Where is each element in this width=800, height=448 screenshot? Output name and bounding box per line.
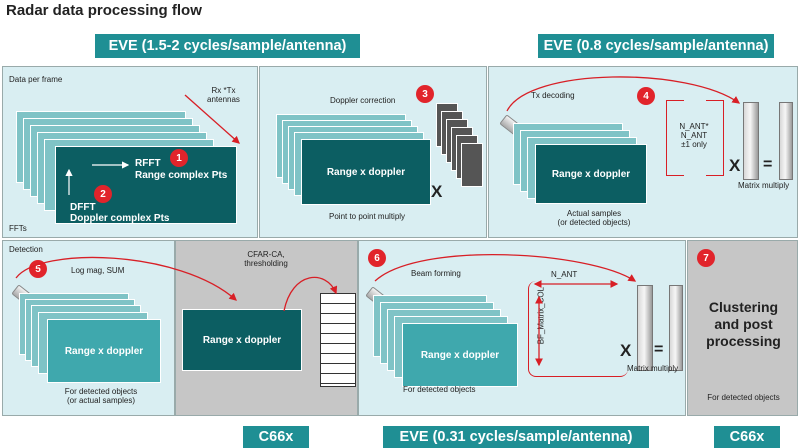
range-doppler-box: Range x doppler (182, 309, 302, 371)
point-multiply-label: Point to point multiply (329, 212, 406, 221)
panel-clustering: 7 Clustering and post processing For det… (687, 240, 798, 416)
panel3-arrows (506, 76, 741, 112)
matrix-multiply-label: Matrix multiply (738, 181, 790, 190)
n-ant-bracket-left (666, 100, 684, 176)
panel5-arrows (283, 276, 338, 312)
detected-objects-label: For detected objects (707, 393, 780, 402)
range-complex-label: Range complex Pts (135, 170, 228, 181)
doppler-complex-label: Doppler complex Pts (70, 213, 170, 224)
step-6-badge: 6 (368, 249, 386, 267)
step-5-badge: 5 (29, 260, 47, 278)
doppler-correction-label: Doppler correction (330, 96, 396, 105)
bf-matrix (637, 285, 653, 371)
c66x-right-banner: C66x (714, 426, 780, 448)
multiply-sign: X (620, 341, 632, 360)
step-7-badge: 7 (697, 249, 715, 267)
actual-samples-label: Actual samples (or detected objects) (557, 209, 631, 228)
bf-result-matrix (669, 285, 683, 371)
panel-cfar: CFAR-CA, thresholding Range x doppler (175, 240, 358, 416)
range-doppler-label: Range x doppler (64, 345, 144, 357)
page-title: Radar data processing flow (6, 2, 202, 19)
fft-main-box (55, 146, 237, 224)
range-doppler-box: Range x doppler (402, 323, 518, 387)
panel-tx-decoding: Tx decoding 4 Range x doppler Actual sam… (488, 66, 798, 238)
eve-top-right-banner: EVE (0.8 cycles/sample/antenna) (538, 34, 774, 58)
c66x-left-banner: C66x (243, 426, 309, 448)
detection-label: Detection (9, 245, 43, 254)
eve-top-left-banner: EVE (1.5-2 cycles/sample/antenna) (95, 34, 360, 58)
step-4-badge: 4 (637, 87, 655, 105)
rx-tx-arrow (184, 94, 240, 144)
log-mag-arrow (15, 256, 237, 301)
panel-beam-forming: 6 Beam forming N_ANT Range x doppler For… (358, 240, 686, 416)
equals-sign: = (654, 341, 664, 358)
n-ant-label: N_ANT* N_ANT ±1 only (679, 122, 709, 150)
correction-vector (461, 143, 483, 187)
decode-matrix (743, 102, 759, 180)
ffts-label: FFTs (9, 224, 27, 233)
tx-decoding-label: Tx decoding (531, 91, 575, 100)
result-matrix (779, 102, 793, 180)
beam-forming-arrow (374, 253, 637, 282)
step-2-badge: 2 (94, 185, 112, 203)
dfft-label: DFFT (70, 202, 96, 213)
rx-tx-label: Rx *Tx antennas (207, 86, 240, 105)
log-mag-label: Log mag, SUM (71, 266, 125, 275)
range-doppler-box: Range x doppler (301, 139, 431, 205)
step-3-badge: 3 (416, 85, 434, 103)
n-ant-label: N_ANT (551, 270, 578, 279)
multiply-sign: X (729, 156, 741, 175)
panel1-arrows (65, 94, 240, 195)
data-per-frame-label: Data per frame (9, 75, 63, 84)
threshold-list (320, 293, 356, 387)
multiply-sign: X (431, 182, 443, 201)
cfar-label: CFAR-CA, thresholding (244, 250, 288, 269)
panel-fft: Data per frame Rx *Tx antennas RFFT Rang… (2, 66, 258, 238)
detected-objects-label: For detected objects (or actual samples) (64, 387, 138, 406)
eve-bottom-banner: EVE (0.31 cycles/sample/antenna) (383, 426, 649, 448)
n-ant-bracket-right (706, 100, 724, 176)
panel-doppler-correction: Doppler correction 3 Range x doppler Poi… (259, 66, 487, 238)
range-doppler-label: Range x doppler (551, 168, 631, 180)
matrix-multiply-label: Matrix multiply (627, 364, 679, 373)
equals-sign: = (763, 156, 773, 173)
range-doppler-label: Range x doppler (326, 166, 406, 178)
range-doppler-box: Range x doppler (47, 319, 161, 383)
range-doppler-box: Range x doppler (535, 144, 647, 204)
detected-objects-label: For detected objects (403, 385, 476, 394)
range-doppler-label: Range x doppler (202, 334, 282, 346)
clustering-label: Clustering and post processing (706, 299, 781, 349)
panel6-arrows (374, 253, 637, 367)
cfar-arrow (283, 276, 338, 312)
tx-decoding-arrow (506, 76, 741, 112)
step-1-badge: 1 (170, 149, 188, 167)
panel-detection: Detection Log mag, SUM 5 Range x doppler… (2, 240, 175, 416)
rfft-label: RFFT (135, 158, 161, 169)
bf-bracket (528, 281, 628, 377)
beam-forming-label: Beam forming (411, 269, 461, 278)
range-doppler-label: Range x doppler (420, 349, 500, 361)
